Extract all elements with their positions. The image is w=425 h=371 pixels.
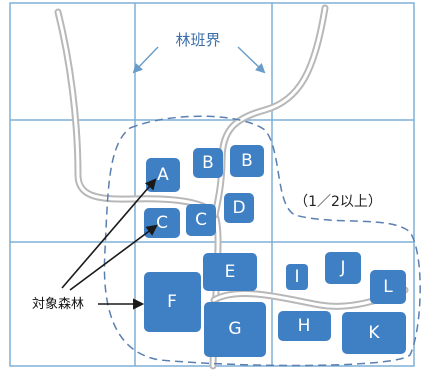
target-forest-label: 対象森林: [32, 297, 84, 312]
block-f: [144, 272, 201, 332]
half-label: （1／2以上）: [294, 194, 382, 210]
block-label-e: E: [225, 262, 236, 282]
block-label-g: G: [228, 319, 241, 339]
target-arrow-to-a: [61, 178, 157, 289]
block-c-2: [186, 204, 216, 236]
block-label-h: H: [298, 316, 311, 336]
block-e: [203, 253, 257, 291]
block-label-d: D: [232, 198, 245, 218]
boundary-arrow-right: [237, 46, 266, 74]
forest-blocks: [144, 145, 406, 357]
road-north-east: [211, 4, 329, 219]
block-label-c-1: C: [156, 213, 168, 233]
block-label-b-2: B: [241, 151, 253, 171]
block-label-c-2: C: [195, 210, 207, 230]
road-main: [54, 8, 222, 370]
boundary-label: 林班界: [175, 31, 220, 49]
block-k: [342, 312, 406, 354]
block-label-k: K: [368, 323, 380, 343]
block-label-i: I: [294, 267, 299, 287]
block-labels: A B B C C D E F G H I J K L: [156, 151, 393, 343]
target-arrows: [61, 178, 158, 310]
boundary-arrow-left: [132, 46, 159, 74]
block-label-a: A: [157, 165, 169, 185]
block-b-2: [230, 145, 264, 177]
block-l: [370, 270, 406, 304]
block-label-f: F: [167, 292, 177, 312]
block-label-j: J: [339, 258, 345, 278]
block-i: [286, 264, 308, 290]
block-h: [278, 311, 331, 341]
target-forest-boundary: [103, 115, 421, 367]
block-d: [224, 193, 254, 223]
block-b-1: [193, 148, 223, 178]
block-g: [204, 302, 266, 357]
block-j: [325, 252, 361, 284]
block-label-b-1: B: [202, 153, 214, 173]
target-arrow-to-c: [69, 224, 158, 291]
block-label-l: L: [383, 277, 393, 297]
